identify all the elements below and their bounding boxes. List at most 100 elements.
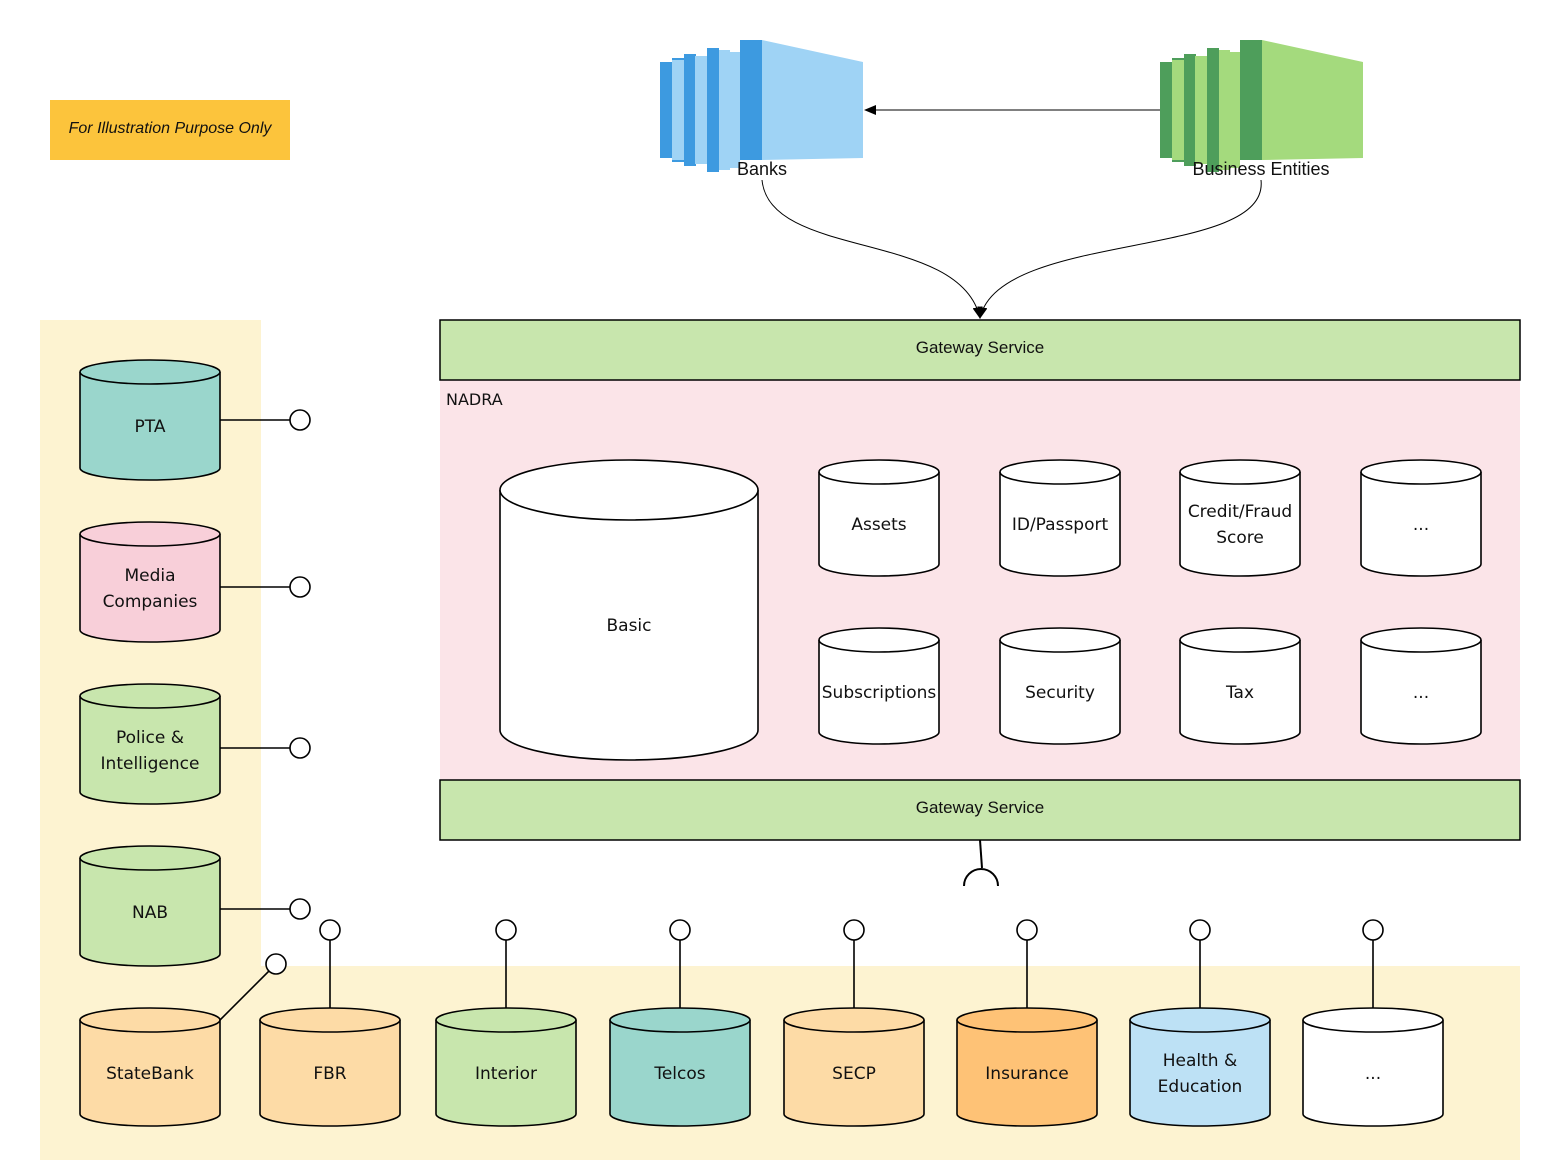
nadra-basic-db-label: Basic xyxy=(606,616,651,636)
bottom-db-7-label: Education xyxy=(1158,1077,1243,1097)
bottom-db-5: SECP xyxy=(783,1007,925,1127)
cylinder-body xyxy=(79,534,221,643)
illustration-note-text: For Illustration Purpose Only xyxy=(69,120,273,137)
cylinder-top xyxy=(499,459,759,521)
cylinder-top xyxy=(1129,1007,1271,1033)
cylinder-body xyxy=(1129,1020,1271,1127)
bottom-db-7-label: Health & xyxy=(1163,1051,1237,1071)
cylinder-top xyxy=(1360,459,1482,485)
nadra-db-5: Subscriptions xyxy=(818,627,940,745)
cylinder-top xyxy=(259,1007,401,1033)
nadra-db-2-label: ID/Passport xyxy=(1012,515,1109,535)
cylinder-body xyxy=(79,372,221,481)
bottom-db-1: StateBank xyxy=(79,1007,221,1127)
gateway-service-top: Gateway Service xyxy=(439,319,1521,381)
cylinder-body xyxy=(79,696,221,805)
bottom-db-2-interface xyxy=(319,919,341,941)
stack-layer-dark xyxy=(1240,40,1262,160)
cylinder-top xyxy=(79,683,221,709)
cylinder-top xyxy=(609,1007,751,1033)
gateway-service-bottom-label: Gateway Service xyxy=(916,798,1045,817)
cylinder-body xyxy=(783,1020,925,1127)
stack-front-face xyxy=(762,40,863,160)
cylinder-body xyxy=(818,472,940,577)
stack-layer-dark xyxy=(740,40,762,160)
bottom-db-1-connector xyxy=(219,963,277,1021)
bottom-db-4: Telcos xyxy=(609,1007,751,1127)
cylinder-top xyxy=(79,359,221,385)
gateway-socket-connector xyxy=(979,839,983,869)
cylinder-top xyxy=(783,1007,925,1033)
nadra-db-1: Assets xyxy=(818,459,940,577)
cylinder-body xyxy=(1179,640,1301,745)
cylinder-body xyxy=(609,1020,751,1127)
left-db-4: NAB xyxy=(79,845,221,967)
cylinder-top xyxy=(1302,1007,1444,1033)
stack-layer-dark xyxy=(660,62,672,158)
stack-layer-light xyxy=(695,56,707,164)
cylinder-body xyxy=(999,472,1121,577)
cylinder-top xyxy=(435,1007,577,1033)
bottom-db-5-label: SECP xyxy=(832,1064,876,1084)
nadra-db-1-label: Assets xyxy=(851,515,906,535)
database-cylinders: Basic Assets ID/Passport Credit/FraudScore.… xyxy=(79,359,1482,1127)
stack-layer-light xyxy=(1219,52,1240,168)
bottom-db-1-label: StateBank xyxy=(106,1064,194,1084)
cylinder-top xyxy=(818,627,940,653)
nadra-db-2: ID/Passport xyxy=(999,459,1121,577)
bottom-db-4-label: Telcos xyxy=(653,1064,705,1084)
nadra-db-4: ... xyxy=(1360,459,1482,577)
cylinder-top xyxy=(79,521,221,547)
stack-layer-dark xyxy=(684,54,696,166)
bottom-db-8-interface xyxy=(1362,919,1384,941)
bottom-db-6-interface xyxy=(1016,919,1038,941)
cylinder-body xyxy=(1360,640,1482,745)
left-db-2-label: Companies xyxy=(103,592,198,612)
cylinder-top xyxy=(818,459,940,485)
nadra-db-3-label: Credit/Fraud xyxy=(1188,502,1292,522)
stack-layer-light xyxy=(672,60,684,160)
nadra-db-7-label: Tax xyxy=(1225,683,1254,703)
stack-front-face xyxy=(1262,40,1363,160)
left-db-3-label: Intelligence xyxy=(101,754,200,774)
cylinder-body xyxy=(79,1020,221,1127)
cylinder-top xyxy=(79,845,221,871)
gateway-service-bottom: Gateway Service xyxy=(439,779,1521,841)
left-db-2-interface xyxy=(289,576,311,598)
bottom-db-2: FBR xyxy=(259,1007,401,1127)
cylinder-body xyxy=(79,858,221,967)
cylinder-body xyxy=(499,490,759,761)
bottom-db-6: Insurance xyxy=(956,1007,1098,1127)
nadra-db-8-label: ... xyxy=(1413,683,1429,703)
business-entities-label: Business Entities xyxy=(1192,159,1329,179)
stack-layer-dark xyxy=(1207,48,1219,172)
business-to-gateway-connector xyxy=(977,179,1262,319)
nadra-db-8: ... xyxy=(1360,627,1482,745)
cylinder-top xyxy=(956,1007,1098,1033)
nadra-label: NADRA xyxy=(446,390,503,409)
stack-layer-light xyxy=(1195,56,1207,164)
cylinder-top xyxy=(1179,459,1301,485)
illustration-note: For Illustration Purpose Only xyxy=(50,100,290,160)
cylinder-body xyxy=(999,640,1121,745)
banks-label: Banks xyxy=(737,159,787,179)
left-db-3-label: Police & xyxy=(116,728,184,748)
left-db-1: PTA xyxy=(79,359,221,481)
cylinder-top xyxy=(1179,627,1301,653)
bottom-db-3-label: Interior xyxy=(475,1064,537,1084)
bottom-db-3: Interior xyxy=(435,1007,577,1127)
left-db-4-interface xyxy=(289,898,311,920)
cylinder-top xyxy=(1360,627,1482,653)
cylinder-top xyxy=(999,459,1121,485)
cylinder-top xyxy=(79,1007,221,1033)
left-db-1-label: PTA xyxy=(135,417,166,437)
nadra-db-7: Tax xyxy=(1179,627,1301,745)
cylinder-body xyxy=(259,1020,401,1127)
bottom-db-6-label: Insurance xyxy=(985,1064,1068,1084)
nadra-db-5-label: Subscriptions xyxy=(822,683,937,703)
bottom-db-2-label: FBR xyxy=(313,1064,346,1084)
nadra-db-3-label: Score xyxy=(1216,528,1264,548)
left-db-3: Police & Intelligence xyxy=(79,683,221,805)
